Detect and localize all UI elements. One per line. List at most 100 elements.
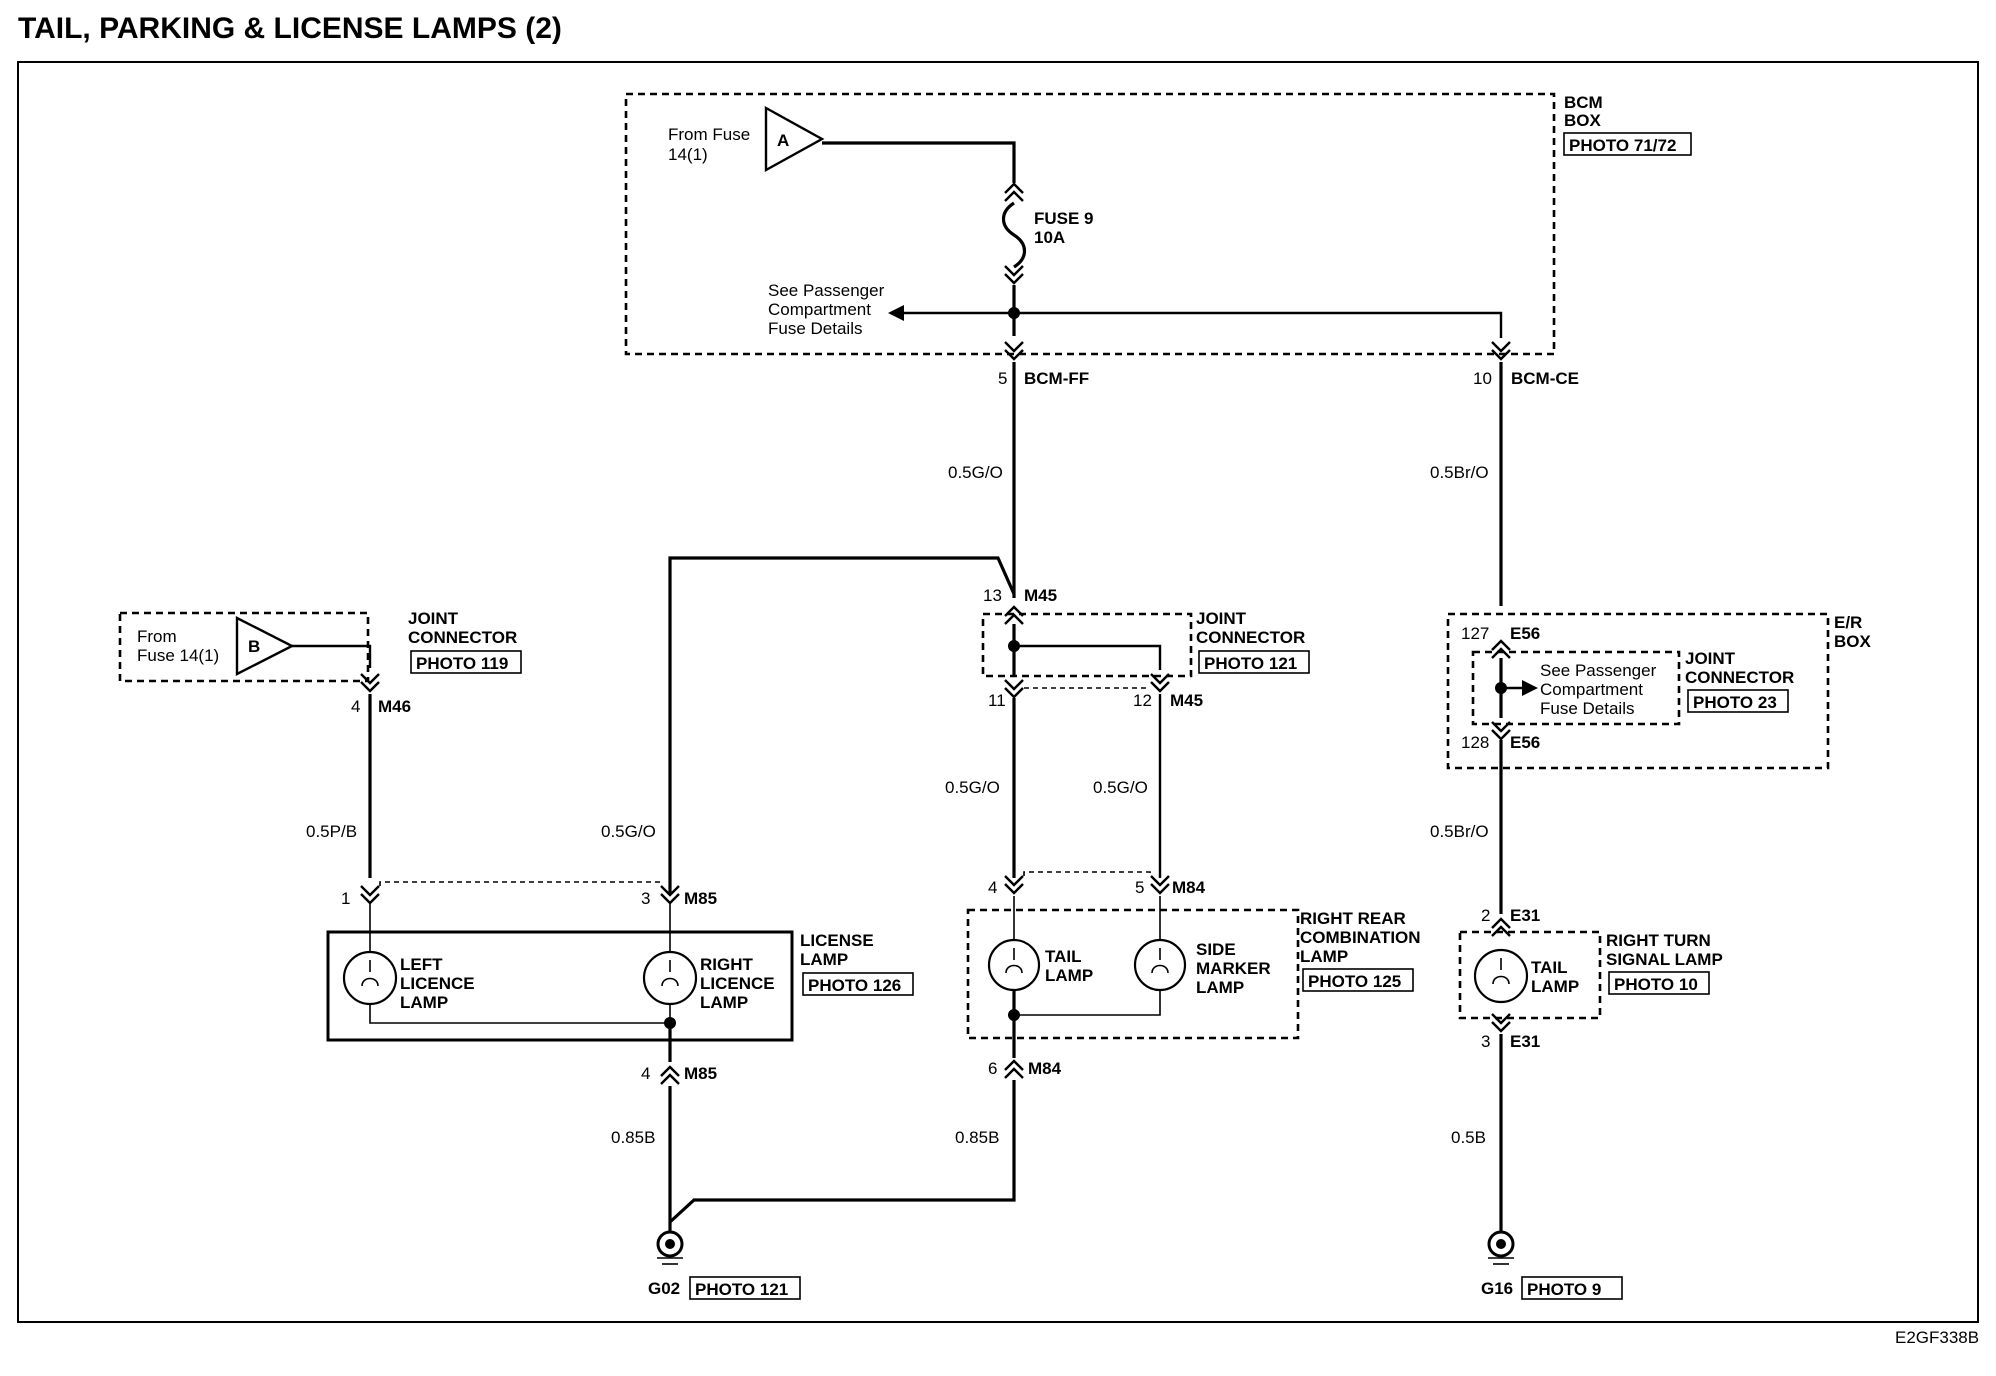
g16-label: G16	[1481, 1279, 1513, 1298]
e56-127-connector-icon	[1490, 639, 1512, 660]
bcm-photo-box	[1563, 132, 1692, 156]
m45-11-connector-icon	[1003, 678, 1025, 699]
jc23-label-2: CONNECTOR	[1685, 668, 1794, 687]
jc119-photo-box	[410, 650, 522, 674]
license-lamp-box	[326, 930, 794, 1042]
e31-3-connector-icon	[1490, 1012, 1512, 1033]
license-lamp-label-2: LAMP	[800, 950, 848, 969]
m46-wire-label: 0.5P/B	[306, 822, 357, 841]
left-licence-2: LICENCE	[400, 974, 475, 993]
jc23-see-arrow-icon	[1522, 680, 1538, 696]
left-licence-3: LAMP	[400, 993, 448, 1012]
rear-combination-outline	[966, 908, 1300, 1040]
m46-connector-icon	[359, 672, 381, 693]
g02-ground-center	[665, 1239, 675, 1249]
bcm-source-fuse: 14(1)	[668, 145, 708, 164]
m84-6-connector-icon	[1003, 1059, 1025, 1080]
jc119-label-1: JOINT	[408, 609, 459, 628]
e56-128-label: E56	[1510, 733, 1540, 752]
license-feed-wire-label: 0.5G/O	[601, 822, 656, 841]
e56-e31-wire-label: 0.5Br/O	[1430, 822, 1489, 841]
m84-4-connector-icon	[1003, 874, 1025, 895]
jc23-see-1: See Passenger	[1540, 661, 1657, 680]
m45-12-pin: 12	[1133, 691, 1152, 710]
fuse9-top-connector-icon	[1003, 182, 1025, 203]
e31-3-label: E31	[1510, 1032, 1540, 1051]
bcmff-wire-label: 0.5G/O	[948, 463, 1003, 482]
jc119-wire	[292, 644, 372, 668]
bcm-ff-connector-icon	[1003, 340, 1025, 361]
bcm-box-label-2: BOX	[1564, 111, 1602, 130]
source-a-marker: A	[777, 131, 789, 150]
e31-2-connector-icon	[1490, 917, 1512, 938]
jc23-see-3: Fuse Details	[1540, 699, 1634, 718]
bcm-see-details-arrow-icon	[888, 305, 904, 321]
turn-tail-1: TAIL	[1531, 958, 1568, 977]
bcm-photo-label: PHOTO 71/72	[1569, 136, 1676, 155]
m45-11-pin: 11	[988, 691, 1006, 710]
m84-6-label: M84	[1028, 1059, 1062, 1078]
m45-12-wire-label: 0.5G/O	[1093, 778, 1148, 797]
bcm-see-2: Compartment	[768, 300, 871, 319]
rear-tail-1: TAIL	[1045, 947, 1082, 966]
g02-photo: PHOTO 121	[695, 1280, 788, 1299]
jc121-photo-box	[1198, 650, 1310, 674]
rear-ground-wire-label: 0.85B	[955, 1128, 999, 1147]
jc23-photo: PHOTO 23	[1693, 693, 1777, 712]
fuse9-feed-wire	[822, 141, 1016, 183]
er-box-label-2: BOX	[1834, 632, 1872, 651]
fuse9-rating: 10A	[1034, 228, 1065, 247]
bcm-ff-pin: 5	[998, 369, 1007, 388]
side-marker-2: MARKER	[1196, 959, 1271, 978]
m85-1-connector-icon	[359, 884, 381, 905]
jc121-outline	[981, 612, 1193, 678]
left-licence-1: LEFT	[400, 955, 443, 974]
jc121-label-2: CONNECTOR	[1196, 628, 1305, 647]
m45-13-label: M45	[1024, 586, 1057, 605]
turn-signal-label-2: SIGNAL LAMP	[1606, 950, 1723, 969]
diagram-code: E2GF338B	[1895, 1328, 1979, 1347]
m85-4-pin: 4	[641, 1064, 650, 1083]
side-marker-3: LAMP	[1196, 978, 1244, 997]
page-title: TAIL, PARKING & LICENSE LAMPS (2)	[18, 12, 562, 45]
source-b-triangle-icon	[235, 616, 295, 676]
m84-pins-link	[1023, 871, 1151, 876]
jc119-from-1: From	[137, 627, 177, 646]
m45-11-wire-label: 0.5G/O	[945, 778, 1000, 797]
tail-filament-icon	[1005, 948, 1023, 974]
m85-3-label: M85	[684, 889, 717, 908]
e56-127-pin: 127	[1461, 624, 1489, 643]
rear-ground-splice-dot	[1008, 1009, 1020, 1021]
er-box-label-1: E/R	[1834, 613, 1862, 632]
fuse9-name: FUSE 9	[1034, 209, 1094, 228]
turn-signal-label-1: RIGHT TURN	[1606, 931, 1711, 950]
jc119-label-2: CONNECTOR	[408, 628, 517, 647]
turn-signal-outline	[1458, 930, 1602, 1020]
license-ground-wire-label: 0.85B	[611, 1128, 655, 1147]
g02-photo-box	[689, 1276, 801, 1300]
er-box-outline	[1446, 612, 1830, 770]
jc23-photo-box	[1687, 689, 1789, 713]
rear-tail-2: LAMP	[1045, 966, 1093, 985]
bcm-box-label-1: BCM	[1564, 93, 1603, 112]
license-feed-wire	[668, 556, 1016, 893]
license-ground-bus	[369, 1004, 670, 1024]
turn-signal-photo-box	[1608, 971, 1710, 995]
jc23-outline	[1471, 650, 1681, 726]
fuse9-bottom-connector-icon	[1003, 264, 1025, 285]
rear-combination-label-1: RIGHT REAR	[1300, 909, 1406, 928]
source-a-triangle-icon	[764, 105, 825, 173]
e31-2-pin: 2	[1481, 906, 1490, 925]
rear-combination-photo-box	[1302, 968, 1414, 992]
bcm-ce-label: BCM-CE	[1511, 369, 1579, 388]
bcm-see-3: Fuse Details	[768, 319, 862, 338]
rear-combination-label-2: COMBINATION	[1300, 928, 1421, 947]
source-b-marker: B	[248, 637, 260, 656]
m85-4-connector-icon	[659, 1065, 681, 1086]
bcmce-wire-label: 0.5Br/O	[1430, 463, 1489, 482]
m84-5-connector-icon	[1149, 874, 1171, 895]
bcm-ce-pin: 10	[1473, 369, 1492, 388]
m84-5-label: M84	[1172, 878, 1206, 897]
right-licence-filament-icon	[661, 960, 679, 987]
